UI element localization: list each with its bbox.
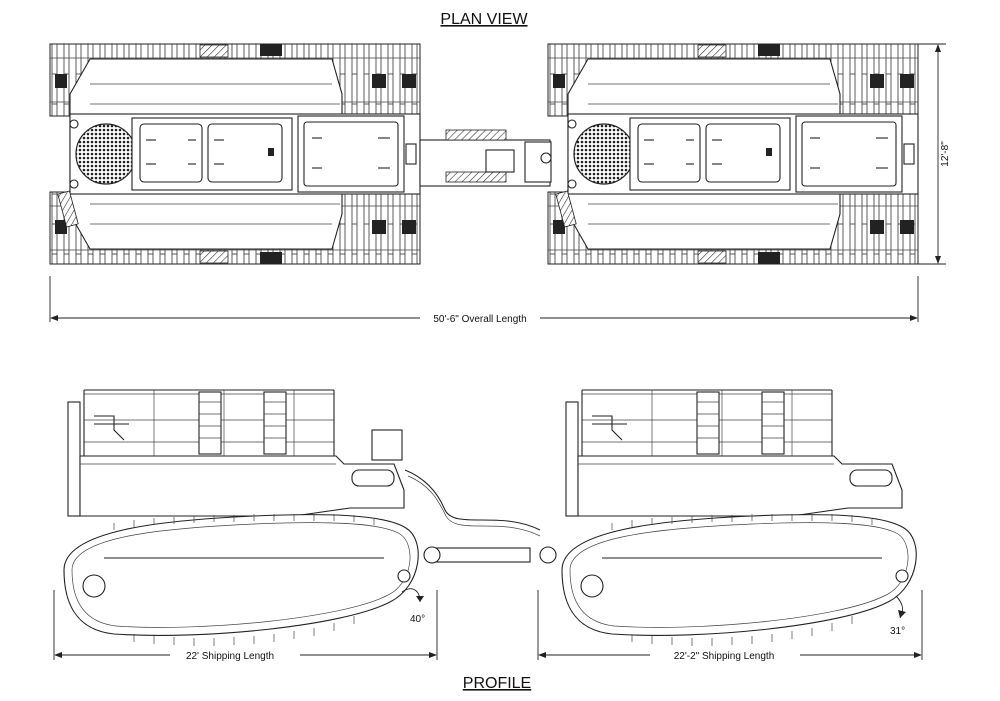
profile-title: PROFILE <box>463 675 531 692</box>
shipping-rear-label: 22'-2" Shipping Length <box>674 651 775 662</box>
angle-front-marker <box>401 588 424 603</box>
angle-rear-marker <box>895 595 906 619</box>
plan-unit-front <box>547 43 919 265</box>
shipping-rear-dimension <box>537 590 923 660</box>
profile-unit-front <box>561 389 917 647</box>
profile-hitch <box>371 429 557 564</box>
angle-front-label: 40° <box>410 614 425 625</box>
plan-view-title: PLAN VIEW <box>440 11 528 28</box>
overall-length-label: 50'-6" Overall Length <box>433 314 526 325</box>
angle-rear-label: 31° <box>890 626 905 637</box>
width-label: 12'-8" <box>940 141 951 167</box>
shipping-front-label: 22' Shipping Length <box>186 651 274 662</box>
profile-unit-rear <box>63 389 419 647</box>
overall-length-dimension <box>49 276 919 322</box>
shipping-front-dimension <box>53 590 438 660</box>
plan-unit-rear <box>49 43 421 265</box>
width-dimension <box>918 43 946 265</box>
plan-hitch <box>419 129 552 187</box>
